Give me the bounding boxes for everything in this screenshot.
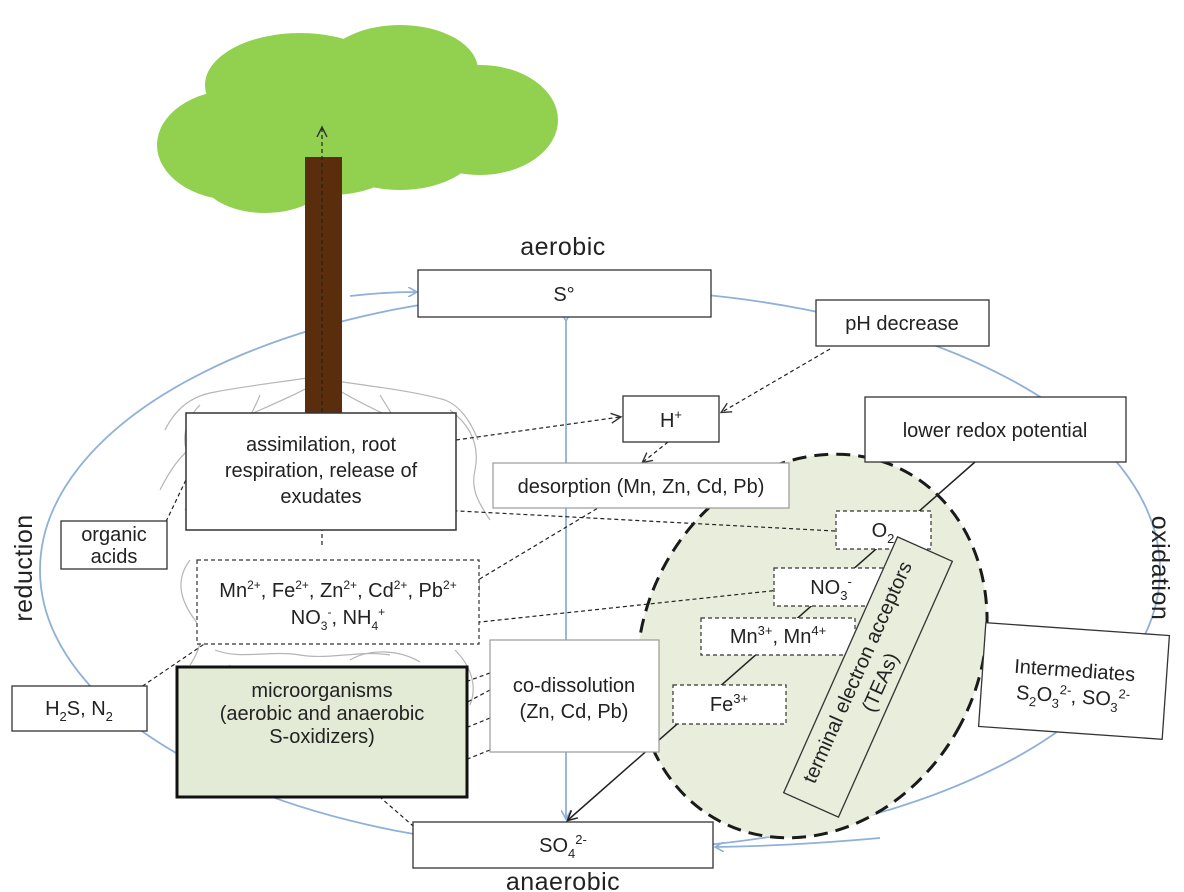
codissolution-box[interactable]: co-dissolution (Zn, Cd, Pb)	[489, 639, 660, 753]
assimilation-line-3: exudates	[280, 486, 361, 508]
metal-ions-line-2: NO3-, NH4+	[291, 605, 385, 633]
lower-redox-box[interactable]: lower redox potential	[864, 396, 1127, 463]
lower-redox-label: lower redox potential	[903, 420, 1088, 442]
tree-crown	[157, 25, 558, 213]
o2-box[interactable]: O2	[835, 510, 932, 550]
oxidation-label: oxidation	[1146, 516, 1174, 621]
fe-label: Fe3+	[710, 691, 748, 716]
ph-decrease-label: pH decrease	[845, 313, 958, 335]
codissolution-line-1: co-dissolution	[513, 675, 635, 697]
organic-acids-line-1: organic	[81, 524, 147, 546]
microorganisms-line-3: S-oxidizers)	[269, 726, 375, 748]
cycle-arrow-top	[349, 292, 416, 296]
tree-trunk	[305, 157, 342, 415]
desorption-label: desorption (Mn, Zn, Cd, Pb)	[518, 476, 765, 498]
so4-box[interactable]: SO42-	[412, 821, 714, 869]
codissolution-line-2: (Zn, Cd, Pb)	[520, 701, 629, 723]
so4-label: SO42-	[539, 832, 587, 861]
s0-box[interactable]: S°	[417, 269, 712, 318]
assimilation-box[interactable]: assimilation, root respiration, release …	[185, 412, 457, 531]
metal-ions-box[interactable]: Mn2+, Fe2+, Zn2+, Cd2+, Pb2+ NO3-, NH4+	[196, 559, 480, 645]
aerobic-label: aerobic	[520, 233, 606, 261]
organic-acids-line-2: acids	[91, 546, 138, 568]
microorganisms-line-1: microorganisms	[251, 680, 392, 702]
intermediates-formula: S2O32-, SO32-	[1015, 679, 1130, 716]
desorption-box[interactable]: desorption (Mn, Zn, Cd, Pb)	[492, 462, 790, 509]
metal-ions-line-1: Mn2+, Fe2+, Zn2+, Cd2+, Pb2+	[219, 578, 456, 602]
cycle-arrow-bottom	[716, 837, 881, 847]
mn-label: Mn3+, Mn4+	[730, 623, 826, 648]
mn-box[interactable]: Mn3+, Mn4+	[700, 617, 856, 656]
o2-label: O2	[872, 520, 895, 546]
h-plus-box[interactable]: H+	[622, 395, 720, 443]
assimilation-line-1: assimilation, root	[246, 434, 397, 456]
anaerobic-label: anaerobic	[506, 868, 620, 892]
intermediates-box[interactable]: Intermediates S2O32-, SO32-	[977, 622, 1171, 740]
h-plus-label: H+	[660, 407, 682, 432]
microorganisms-line-2: (aerobic and anaerobic	[220, 703, 425, 725]
reduction-label: reduction	[10, 514, 38, 621]
h2s-label: H2S, N2	[45, 698, 113, 724]
microorganisms-box[interactable]: microorganisms (aerobic and anaerobic S-…	[175, 665, 469, 799]
no3-label: NO3-	[810, 574, 852, 603]
h2s-box[interactable]: H2S, N2	[11, 685, 148, 732]
ph-decrease-box[interactable]: pH decrease	[815, 299, 990, 347]
s0-label: S°	[553, 284, 574, 306]
organic-acids-box[interactable]: organic acids	[60, 520, 168, 570]
assimilation-line-2: respiration, release of	[225, 460, 418, 482]
fe-box[interactable]: Fe3+	[672, 684, 787, 725]
